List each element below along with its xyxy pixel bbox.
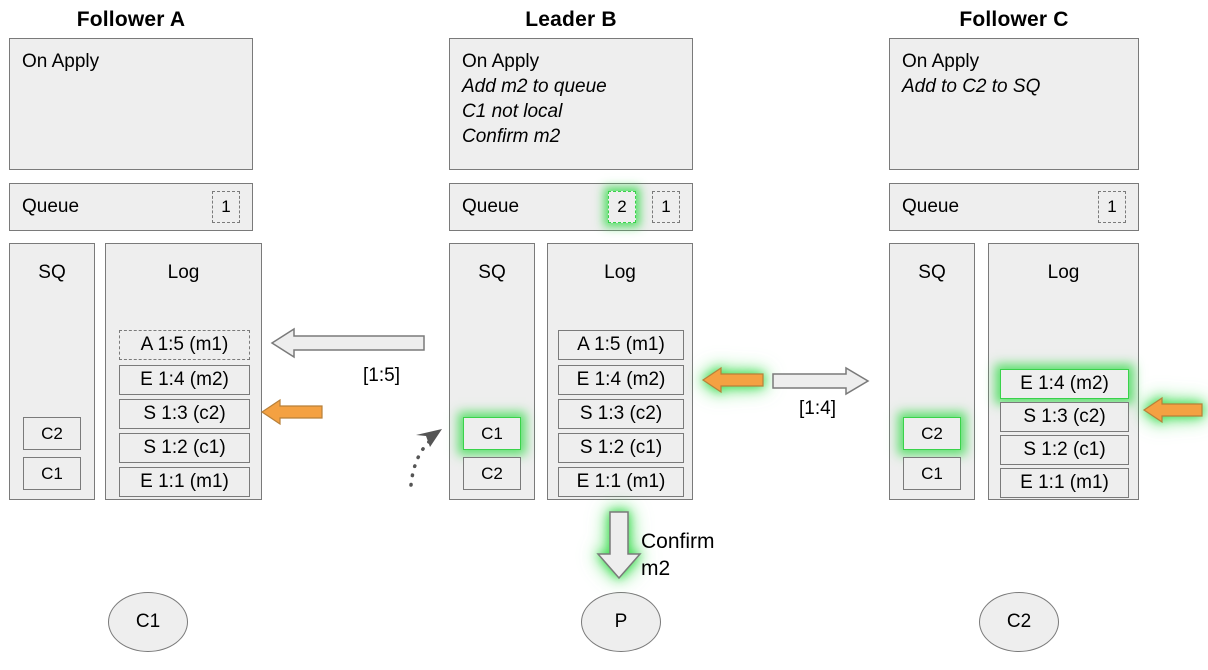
node-ellipse-leader-b: P <box>581 592 661 652</box>
log-entry-highlighted: E 1:4 (m2) <box>1000 369 1129 399</box>
on-apply-panel-follower-c: On Apply Add to C2 to SQ <box>889 38 1139 170</box>
log-entry: S 1:3 (c2) <box>558 399 684 429</box>
on-apply-heading: On Apply <box>22 51 100 72</box>
column-title-leader-b: Leader B <box>525 8 617 31</box>
queue-panel-leader-b: Queue 2 1 <box>449 183 693 231</box>
commit-pointer-follower-a <box>260 398 323 426</box>
log-entry: E 1:1 (m1) <box>558 467 684 497</box>
queue-label: Queue <box>22 196 80 217</box>
on-apply-panel-leader-b: On Apply Add m2 to queue C1 not local Co… <box>449 38 693 170</box>
confirm-label-line-2: m2 <box>641 557 671 580</box>
log-entry: E 1:1 (m1) <box>1000 468 1129 498</box>
log-entry: E 1:4 (m2) <box>119 365 250 395</box>
sq-item: C2 <box>23 417 81 450</box>
on-apply-line: C1 not local <box>462 101 563 122</box>
sq-item-highlighted: C2 <box>903 417 961 450</box>
log-panel-follower-c: Log E 1:4 (m2) S 1:3 (c2) S 1:2 (c1) E 1… <box>988 243 1139 500</box>
log-panel-follower-a: Log A 1:5 (m1) E 1:4 (m2) S 1:3 (c2) S 1… <box>105 243 262 500</box>
log-entry: S 1:2 (c1) <box>558 433 684 463</box>
log-title: Log <box>167 262 200 283</box>
confirm-down-arrow <box>596 511 648 580</box>
queue-slot: 1 <box>652 191 680 223</box>
commit-pointer-leader-b <box>701 366 764 394</box>
replication-label-c: [1:4] <box>799 398 836 419</box>
log-entry: S 1:3 (c2) <box>119 399 250 429</box>
queue-panel-follower-a: Queue 1 <box>9 183 253 231</box>
queue-label: Queue <box>462 196 520 217</box>
on-apply-line: Add to C2 to SQ <box>902 76 1041 97</box>
queue-panel-follower-c: Queue 1 <box>889 183 1139 231</box>
sq-panel-follower-c: SQ C2 C1 <box>889 243 975 500</box>
sq-panel-leader-b: SQ C1 C2 <box>449 243 535 500</box>
sq-item: C1 <box>903 457 961 490</box>
sq-title: SQ <box>478 262 506 283</box>
log-entry: E 1:1 (m1) <box>119 467 250 497</box>
on-apply-line: Add m2 to queue <box>462 76 607 97</box>
node-ellipse-follower-c: C2 <box>979 592 1059 652</box>
log-panel-leader-b: Log A 1:5 (m1) E 1:4 (m2) S 1:3 (c2) S 1… <box>547 243 693 500</box>
on-apply-heading: On Apply <box>462 51 540 72</box>
queue-slot-highlighted: 2 <box>608 191 636 223</box>
queue-label: Queue <box>902 196 960 217</box>
on-apply-line: Confirm m2 <box>462 126 561 147</box>
log-title: Log <box>604 262 636 283</box>
replication-arrow-b-to-c <box>772 366 870 396</box>
sq-panel-follower-a: SQ C2 C1 <box>9 243 95 500</box>
commit-pointer-follower-c <box>1142 396 1203 424</box>
node-ellipse-follower-a: C1 <box>108 592 188 652</box>
sq-title: SQ <box>38 262 66 283</box>
confirm-label: Confirm m2 <box>641 528 715 582</box>
replication-arrow-b-to-a <box>270 327 425 359</box>
sq-title: SQ <box>918 262 946 283</box>
queue-slot: 1 <box>1098 191 1126 223</box>
column-title-follower-c: Follower C <box>959 8 1069 31</box>
log-entry: E 1:4 (m2) <box>558 365 684 395</box>
log-entry: S 1:3 (c2) <box>1000 402 1129 432</box>
queue-slot: 1 <box>212 191 240 223</box>
on-apply-panel-follower-a: On Apply <box>9 38 253 170</box>
confirm-label-line-1: Confirm <box>641 530 715 553</box>
log-entry: A 1:5 (m1) <box>119 330 250 360</box>
column-title-follower-a: Follower A <box>76 8 186 31</box>
log-entry: S 1:2 (c1) <box>1000 435 1129 465</box>
sq-item-highlighted: C1 <box>463 417 521 450</box>
log-entry: A 1:5 (m1) <box>558 330 684 360</box>
log-title: Log <box>1047 262 1080 283</box>
on-apply-heading: On Apply <box>902 51 980 72</box>
sq-item: C1 <box>23 457 81 490</box>
replication-label-a: [1:5] <box>363 365 400 386</box>
dotted-move-arrow-leader-b <box>404 425 454 487</box>
sq-item: C2 <box>463 457 521 490</box>
log-entry: S 1:2 (c1) <box>119 433 250 463</box>
